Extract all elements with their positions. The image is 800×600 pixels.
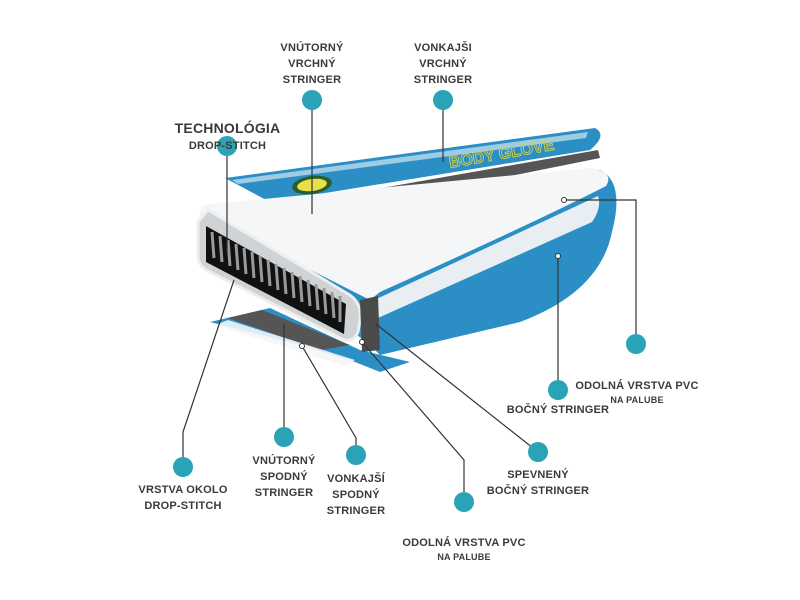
- marker-pvc-right: [626, 334, 646, 354]
- label-pvc-right-title: ODOLNÁ VRSTVA PVC: [575, 380, 699, 392]
- leader-pvc-bottom: [361, 341, 465, 502]
- label-pvc-right: ODOLNÁ VRSTVA PVC NA PALUBE: [572, 362, 702, 423]
- label-dropstitch-tech-sub: DROP-STITCH: [188, 140, 267, 152]
- marker-inner-top-stringer: [302, 90, 322, 110]
- label-outer-bottom: VONKAJŠÍ SPODNÝ STRINGER: [326, 473, 386, 517]
- marker-outer-top-stringer: [433, 90, 453, 110]
- top-stringer-highlight: [232, 132, 588, 184]
- label-pvc-bottom-sub: NA PALUBE: [437, 552, 491, 562]
- label-dropstitch-tech-title: TECHNOLÓGIA: [174, 120, 281, 136]
- leader-reinforced-side: [375, 323, 539, 453]
- leader-pvc-right: [564, 199, 637, 344]
- marker-dropstitch-layer: [173, 457, 193, 477]
- origin-dot-pvc-bottom: [359, 339, 365, 345]
- section-rail-cap: [360, 296, 380, 352]
- bottom-grey-pad: [228, 310, 350, 350]
- marker-dropstitch-tech: [217, 136, 237, 156]
- board-side-highlight: [370, 196, 600, 318]
- bottom-white-strip: [215, 320, 355, 366]
- label-inner-top-stringer: VNÚTORNÝ VRCHNÝ STRINGER: [280, 42, 344, 86]
- label-dropstitch-layer: VRSTVA OKOLO DROP-STITCH: [138, 484, 228, 512]
- label-reinforced-side: SPEVNENÝ BOČNÝ STRINGER: [486, 469, 590, 497]
- label-pvc-right-sub: NA PALUBE: [610, 395, 664, 405]
- marker-reinforced-side: [528, 442, 548, 462]
- label-side-stringer: BOČNÝ STRINGER: [506, 404, 610, 416]
- origin-dot-outer-bottom: [299, 343, 305, 349]
- label-pvc-bottom-title: ODOLNÁ VRSTVA PVC: [402, 537, 526, 549]
- label-inner-bottom: VNÚTORNÝ SPODNÝ STRINGER: [252, 455, 316, 499]
- board-white-deck: [199, 168, 609, 300]
- marker-inner-bottom: [274, 427, 294, 447]
- marker-pvc-bottom: [454, 492, 474, 512]
- marker-outer-bottom: [346, 445, 366, 465]
- origin-dot-pvc-right: [561, 197, 567, 203]
- drop-stitch-fibers: [210, 231, 342, 322]
- origin-dot-side-stringer: [555, 253, 561, 259]
- leader-dropstitch-layer: [182, 279, 235, 467]
- marker-side-stringer: [548, 380, 568, 400]
- label-outer-top-stringer: VONKAJŠI VRCHNÝ STRINGER: [413, 42, 473, 86]
- label-pvc-bottom: ODOLNÁ VRSTVA PVC NA PALUBE: [399, 519, 529, 580]
- label-dropstitch-tech: TECHNOLÓGIA DROP-STITCH: [160, 98, 295, 174]
